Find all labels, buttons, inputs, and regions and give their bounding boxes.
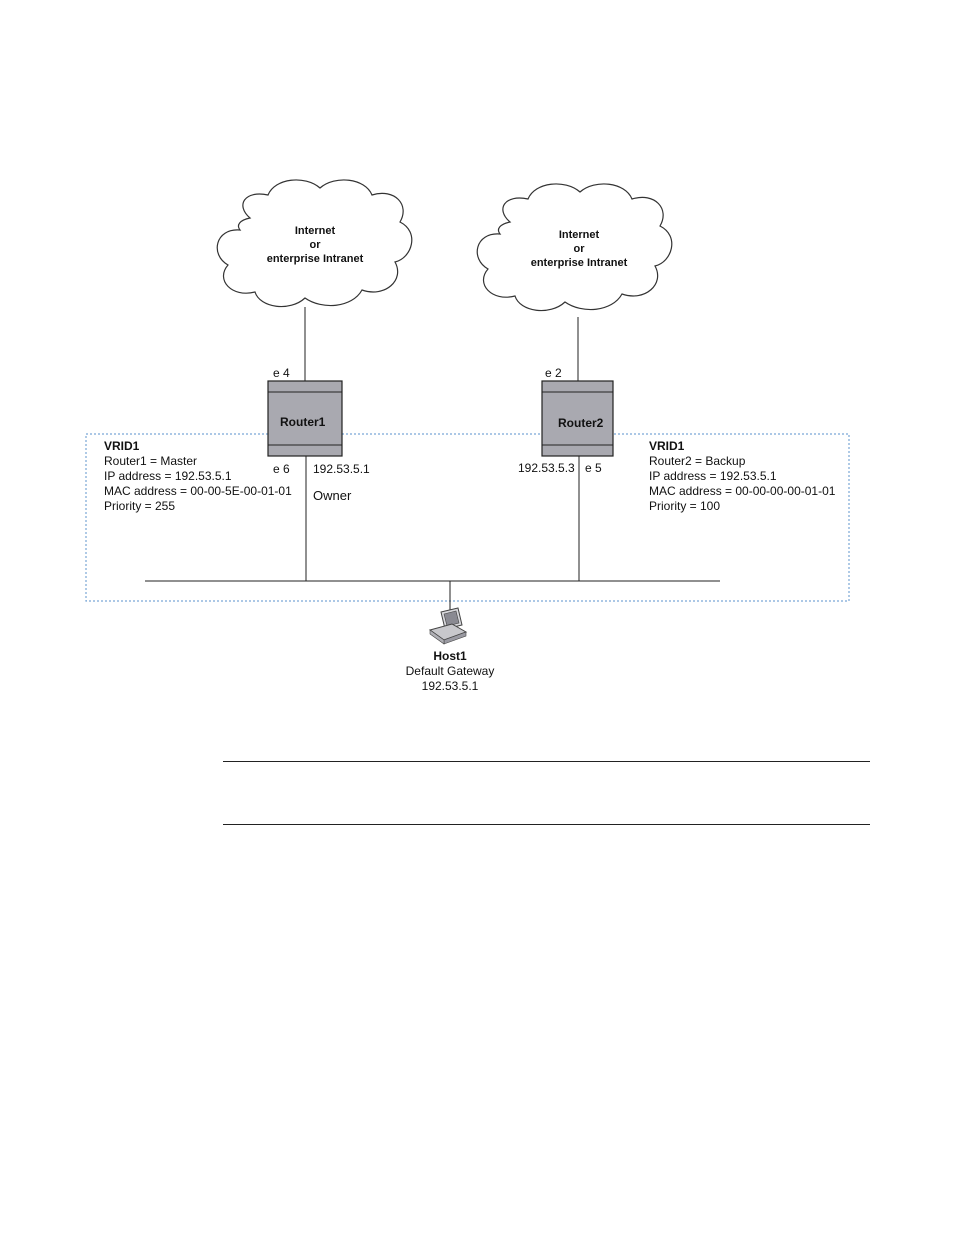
router1-lan-ip: 192.53.5.1 bbox=[313, 462, 370, 476]
router1-uplink-port: e 4 bbox=[273, 366, 290, 380]
router1-box bbox=[267, 380, 343, 457]
host-label: Host1 Default Gateway 192.53.5.1 bbox=[380, 649, 520, 694]
router1-lan-port: e 6 bbox=[273, 462, 290, 476]
cloud-1-line-2: or bbox=[309, 239, 321, 251]
vrid-right-line-1: Router2 = Backup bbox=[649, 454, 746, 468]
router2-box bbox=[541, 380, 614, 457]
top-rule bbox=[223, 761, 870, 762]
vrid-left-line-4: Priority = 255 bbox=[104, 499, 176, 513]
host-gateway-label: Default Gateway bbox=[405, 664, 495, 678]
cloud-1-line-3: enterprise Intranet bbox=[266, 253, 364, 265]
vrid-right-line-4: Priority = 100 bbox=[649, 499, 721, 513]
cloud-2-label: Internet or enterprise Intranet bbox=[504, 228, 654, 270]
bottom-rule bbox=[223, 824, 870, 825]
vrid-left-title: VRID1 bbox=[104, 439, 140, 453]
router2-lan-ip: 192.53.5.3 bbox=[518, 461, 575, 475]
host-gateway-ip: 192.53.5.1 bbox=[421, 679, 479, 693]
host-name: Host1 bbox=[433, 649, 467, 663]
vrid-right-info: VRID1 Router2 = Backup IP address = 192.… bbox=[649, 439, 835, 514]
vrid-left-info: VRID1 Router1 = Master IP address = 192.… bbox=[104, 439, 292, 514]
vrid-boundary bbox=[85, 433, 850, 602]
cloud-2 bbox=[476, 183, 673, 312]
router2-label: Router2 bbox=[558, 416, 604, 430]
vrid-right-line-3: MAC address = 00-00-00-00-01-01 bbox=[649, 484, 836, 498]
vrid-left-line-3: MAC address = 00-00-5E-00-01-01 bbox=[104, 484, 292, 498]
vrid-left-line-2: IP address = 192.53.5.1 bbox=[104, 469, 232, 483]
router2-uplink-port: e 2 bbox=[545, 366, 562, 380]
vrid-right-title: VRID1 bbox=[649, 439, 685, 453]
router1-label: Router1 bbox=[280, 415, 326, 429]
cloud-2-line-1: Internet bbox=[558, 229, 600, 241]
vrid-right-line-2: IP address = 192.53.5.1 bbox=[649, 469, 777, 483]
router1-owner-note: Owner bbox=[313, 488, 352, 503]
computer-icon bbox=[428, 607, 468, 645]
router2-lan-port: e 5 bbox=[585, 461, 602, 475]
cloud-1 bbox=[216, 179, 413, 308]
cloud-2-line-3: enterprise Intranet bbox=[530, 257, 628, 269]
cloud-1-line-1: Internet bbox=[294, 225, 336, 237]
cloud-1-label: Internet or enterprise Intranet bbox=[240, 224, 390, 266]
vrid-left-line-1: Router1 = Master bbox=[104, 454, 198, 468]
cloud-2-line-2: or bbox=[573, 243, 585, 255]
